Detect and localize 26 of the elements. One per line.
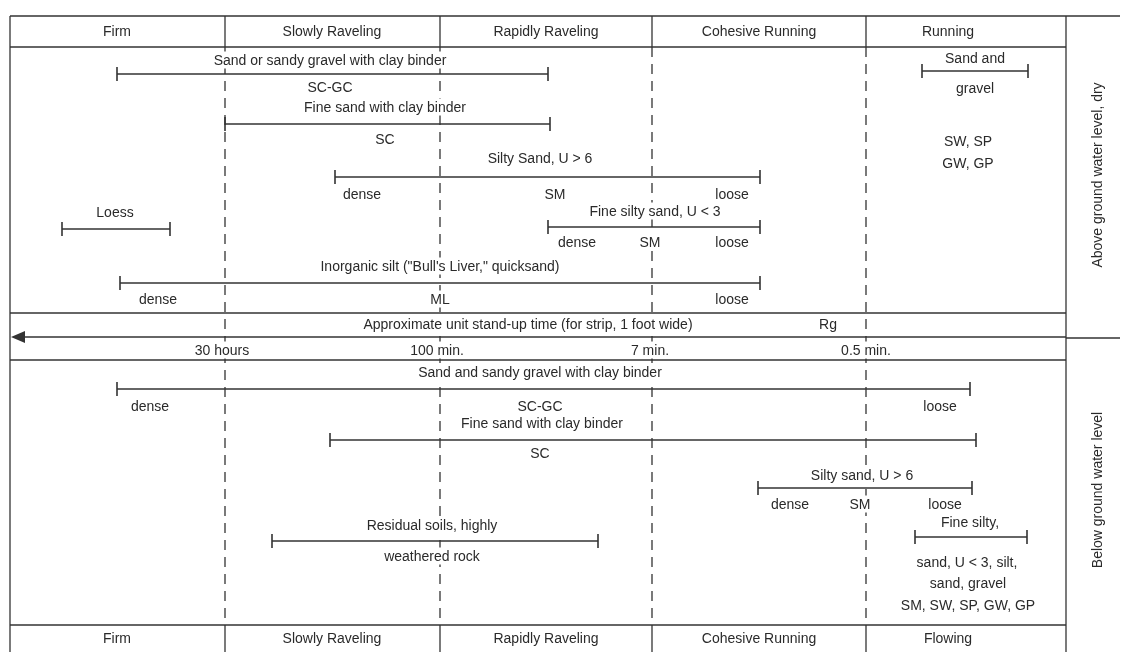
soil-label: Silty Sand, U > 6 <box>485 149 595 167</box>
soil-label: weathered rock <box>382 547 482 565</box>
column-heading: Cohesive Running <box>699 629 819 647</box>
time-label: 30 hours <box>192 341 252 359</box>
soil-label: sand, gravel <box>927 574 1009 592</box>
column-heading: Slowly Raveling <box>280 629 384 647</box>
soil-label: Sand and sandy gravel with clay binder <box>416 363 664 381</box>
column-heading: Rapidly Raveling <box>491 629 601 647</box>
section-label: Above ground water level, dry <box>1088 80 1106 270</box>
soil-class-label: SM <box>847 495 873 513</box>
soil-label: Fine sand with clay binder <box>459 414 625 432</box>
soil-label: gravel <box>953 79 997 97</box>
soil-label: Inorganic silt ("Bull's Liver," quicksand) <box>318 257 562 275</box>
axis-title: Approximate unit stand-up time (for strip, 1 foot wide) <box>361 315 695 333</box>
soil-class-label: ML <box>428 290 452 308</box>
soil-label: Fine silty sand, U < 3 <box>587 202 723 220</box>
column-heading: Rapidly Raveling <box>491 22 601 40</box>
time-label: 100 min. <box>408 341 466 359</box>
soil-label: Residual soils, highly <box>364 516 500 534</box>
column-heading: Slowly Raveling <box>280 22 384 40</box>
soil-label: Silty sand, U > 6 <box>808 466 916 484</box>
soil-label: Fine sand with clay binder <box>302 98 468 116</box>
soil-label: Sand or sandy gravel with clay binder <box>211 51 449 69</box>
column-heading: Cohesive Running <box>699 22 819 40</box>
soil-label: sand, U < 3, silt, <box>914 553 1020 571</box>
time-label: 0.5 min. <box>839 341 893 359</box>
